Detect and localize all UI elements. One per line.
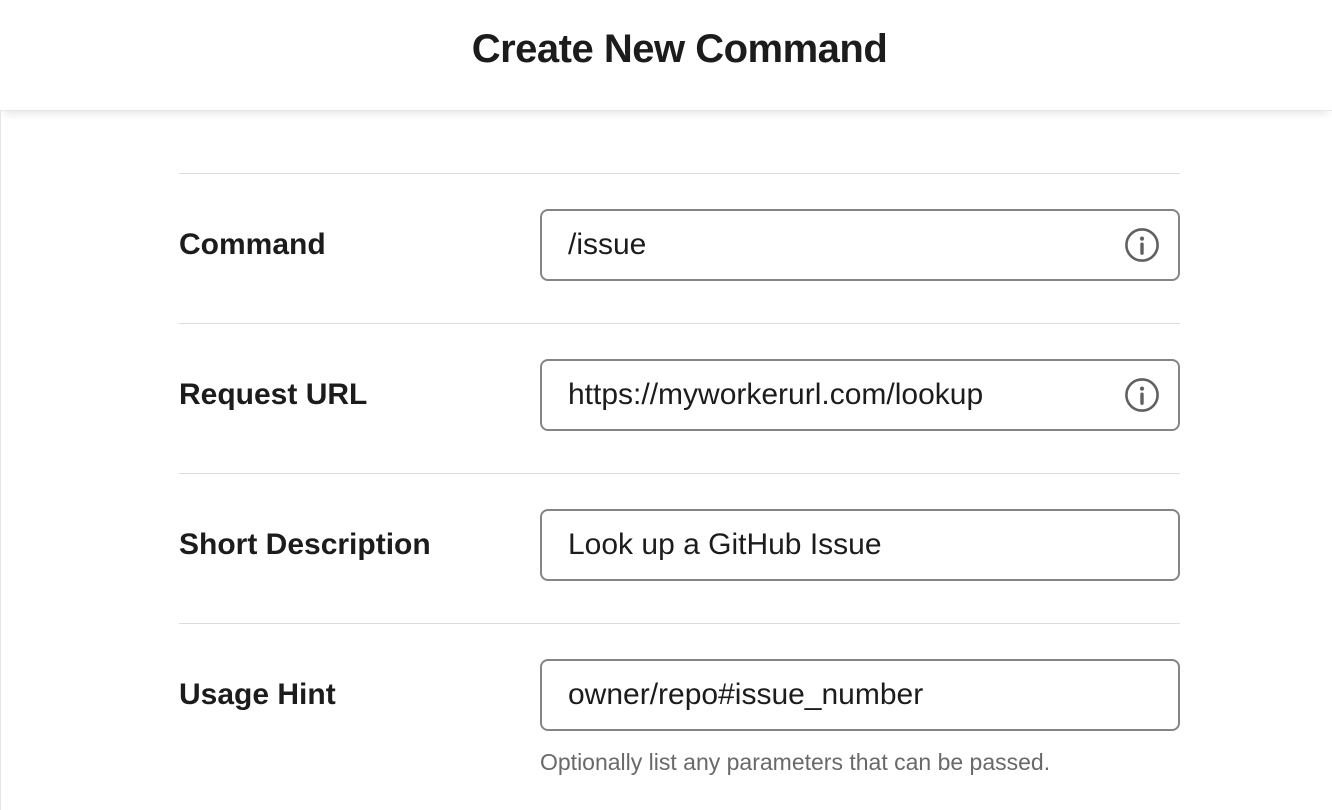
content-left-edge-divider (0, 111, 1, 810)
usage-hint-input-wrap (540, 659, 1180, 731)
command-form: Command Request URL (179, 111, 1180, 806)
page-title: Create New Command (471, 26, 888, 71)
info-circle-icon[interactable] (1124, 227, 1160, 263)
usage-hint-input[interactable] (540, 659, 1180, 731)
command-label: Command (179, 228, 326, 261)
form-row-request-url: Request URL (179, 323, 1180, 473)
page-header: Create New Command (0, 0, 1332, 111)
usage-hint-help-text: Optionally list any parameters that can … (540, 749, 1051, 775)
usage-hint-label: Usage Hint (179, 678, 336, 711)
form-row-short-description: Short Description (179, 473, 1180, 623)
request-url-label: Request URL (179, 378, 368, 411)
request-url-input-wrap (540, 359, 1180, 431)
info-circle-icon[interactable] (1124, 377, 1160, 413)
request-url-input[interactable] (540, 359, 1180, 431)
form-row-command: Command (179, 173, 1180, 323)
short-description-input-wrap (540, 509, 1180, 581)
command-input[interactable] (540, 209, 1180, 281)
short-description-label: Short Description (179, 528, 431, 561)
page-header-inner: Create New Command (179, 0, 1180, 110)
command-input-wrap (540, 209, 1180, 281)
short-description-input[interactable] (540, 509, 1180, 581)
form-row-usage-hint: Usage Hint Optionally list any parameter… (179, 623, 1180, 806)
